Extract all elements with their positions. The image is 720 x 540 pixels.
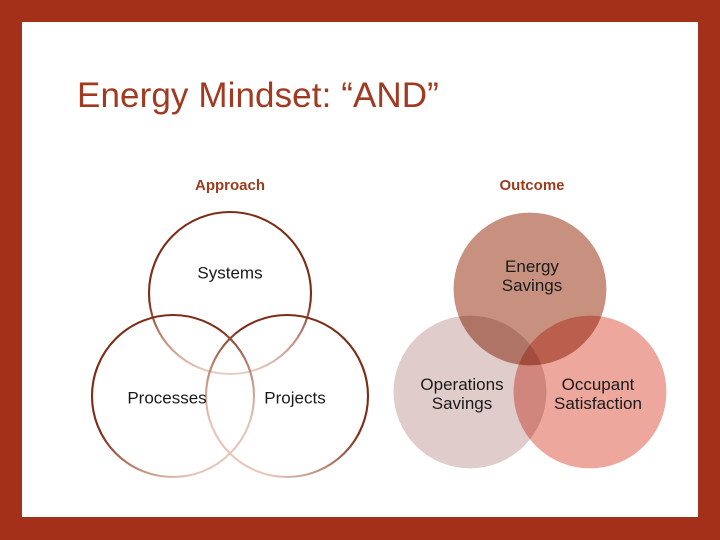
venn-circle-processes — [90, 313, 256, 479]
column-caption-approach: Approach — [194, 177, 265, 194]
venn-approach-svg — [90, 210, 370, 479]
page-title: Energy Mindset: “AND” — [77, 76, 439, 115]
venn-circle-projects — [204, 313, 370, 479]
venn-outcome-svg — [390, 209, 670, 472]
venn-diagram-approach: Systems Processes Projects — [62, 202, 392, 502]
column-caption-outcome: Outcome — [499, 177, 565, 194]
slide-canvas: Energy Mindset: “AND” Approach Outcome — [22, 22, 698, 517]
venn-diagram-outcome: Energy Savings Operations Savings Occupa… — [382, 202, 712, 502]
venn-circle-occupant-satisfaction — [510, 312, 670, 472]
venn-circle-systems — [147, 210, 313, 376]
